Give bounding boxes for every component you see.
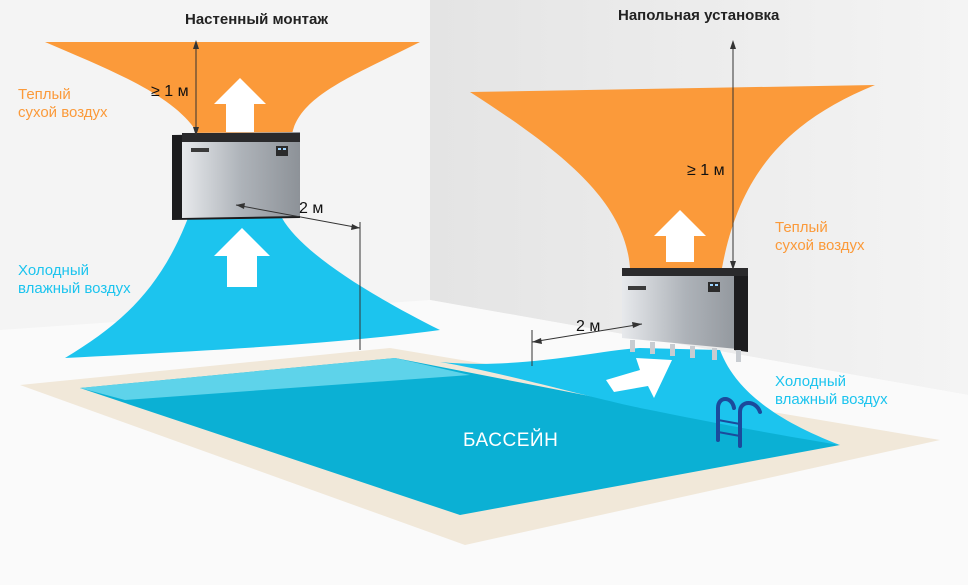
pool-water-shallow	[80, 358, 470, 400]
cold-air-label-wall-line2: влажный воздух	[18, 280, 131, 297]
distance-line-floor	[531, 323, 643, 343]
warm-air-plume-floor	[470, 85, 875, 268]
pool-ladder-icon	[716, 397, 762, 448]
up-arrow-icon	[654, 210, 706, 262]
pool-water	[80, 358, 840, 515]
distance-label-floor: 2 м	[576, 318, 601, 335]
pool-label: БАССЕЙН	[463, 430, 559, 451]
pool	[20, 348, 940, 545]
up-arrow-icon	[214, 228, 270, 287]
warm-air-label-floor-line2: сухой воздух	[775, 237, 865, 254]
height-label-wall: ≥ 1 м	[151, 83, 189, 100]
warm-air-label-floor-line1: Теплый	[775, 219, 828, 236]
warm-air-label-wall-line2: сухой воздух	[18, 104, 108, 121]
cold-air-label-floor-line1: Холодный	[775, 373, 846, 390]
cold-air-plume-wall	[65, 218, 440, 358]
up-arrow-icon	[214, 78, 266, 132]
dimension-lines	[193, 40, 736, 366]
title-wall-mounting: Настенный монтаж	[185, 11, 328, 28]
dehumidifier-unit-icon	[172, 132, 300, 220]
distance-label-wall: 2 м	[299, 200, 324, 217]
up-arrow-icon	[606, 358, 672, 398]
title-floor-installation: Напольная установка	[618, 7, 780, 24]
distance-line-wall	[235, 204, 361, 229]
height-label-floor: ≥ 1 м	[687, 162, 725, 179]
cold-air-label-wall-line1: Холодный	[18, 262, 89, 279]
cold-air-label-floor-line2: влажный воздух	[775, 391, 888, 408]
dehumidifier-unit-icon	[622, 268, 748, 362]
warm-air-label-wall-line1: Теплый	[18, 86, 71, 103]
